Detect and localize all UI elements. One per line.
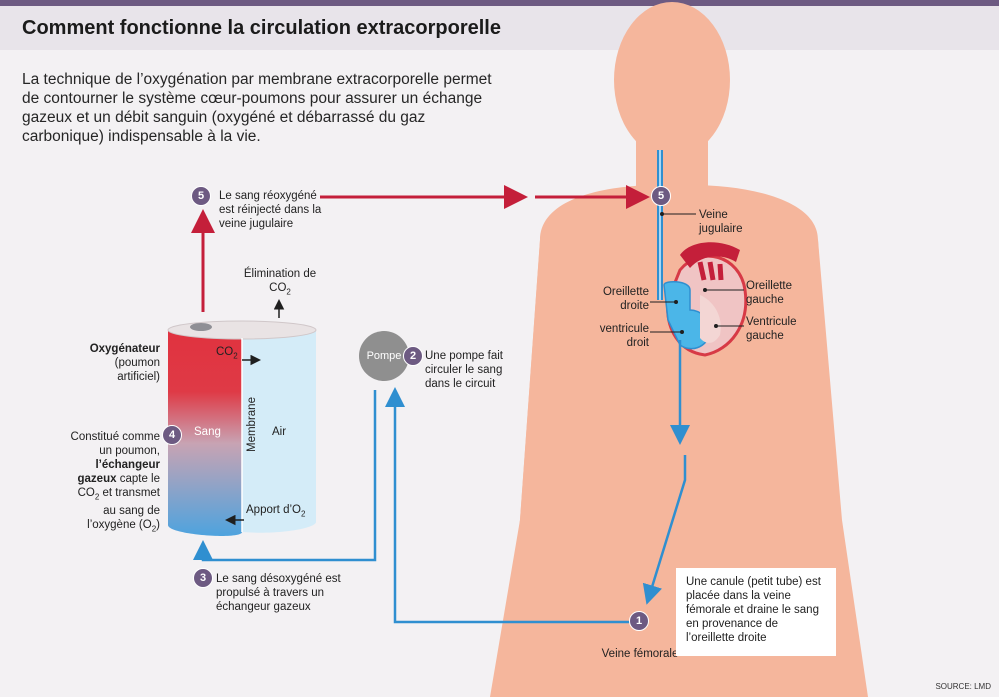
veine-jugulaire-label: Veine jugulaire: [699, 209, 743, 235]
canule-callout: Une canule (petit tube) est placée dans …: [676, 568, 836, 656]
elimination-co2-label: Élimination de CO2: [243, 268, 317, 297]
step-2-badge: 2: [403, 346, 423, 366]
leader-lines: [650, 213, 744, 333]
step-2-text: Une pompe fait circuler le sang dans le …: [425, 350, 503, 390]
step-3-badge: 3: [193, 568, 213, 588]
top-accent-bar: [0, 0, 999, 6]
flow-to-pump: [385, 387, 630, 624]
heart-illustration: [663, 242, 748, 357]
intro-paragraph: La technique de l’oxygénation par membra…: [22, 71, 492, 145]
flow-to-oxygenator: [193, 390, 377, 562]
step-5-badge-left: 5: [191, 186, 211, 206]
flow-arrow-down-2: [642, 455, 687, 605]
membrane-label: Membrane: [246, 397, 258, 452]
step-4-text: Constitué comme un poumon, l’échangeur g…: [70, 431, 160, 534]
ventricule-gauche-label: Ventricule gauche: [746, 316, 797, 342]
oxygenator-cylinder: [167, 320, 317, 536]
co2-label: CO2: [216, 346, 238, 361]
title-band: [0, 6, 999, 50]
pump-circle: Pompe: [359, 331, 409, 381]
veine-femorale-label: Veine fémorale: [601, 648, 679, 660]
oxygenator-title: Oxygénateur(poumon artificiel): [89, 343, 160, 383]
source-credit: SOURCE: LMD: [935, 682, 991, 691]
page-title: Comment fonctionne la circulation extrac…: [22, 17, 501, 39]
o2-supply-label: Apport d’O2: [246, 504, 306, 519]
step-4-badge: 4: [162, 425, 182, 445]
step-1-badge: 1: [629, 611, 649, 631]
step-3-text: Le sang désoxygéné est propulsé à traver…: [216, 573, 341, 613]
step-5-badge-body: 5: [651, 186, 671, 206]
oreillette-gauche-label: Oreillette gauche: [746, 280, 793, 306]
air-label: Air: [272, 426, 287, 438]
step-5-text: Le sang réoxygéné est réinjecté dans la …: [219, 190, 322, 230]
ventricule-droit-label: ventricule droit: [599, 323, 649, 349]
oreillette-droite-label: Oreillette droite: [602, 286, 649, 312]
sang-label: Sang: [194, 426, 221, 438]
